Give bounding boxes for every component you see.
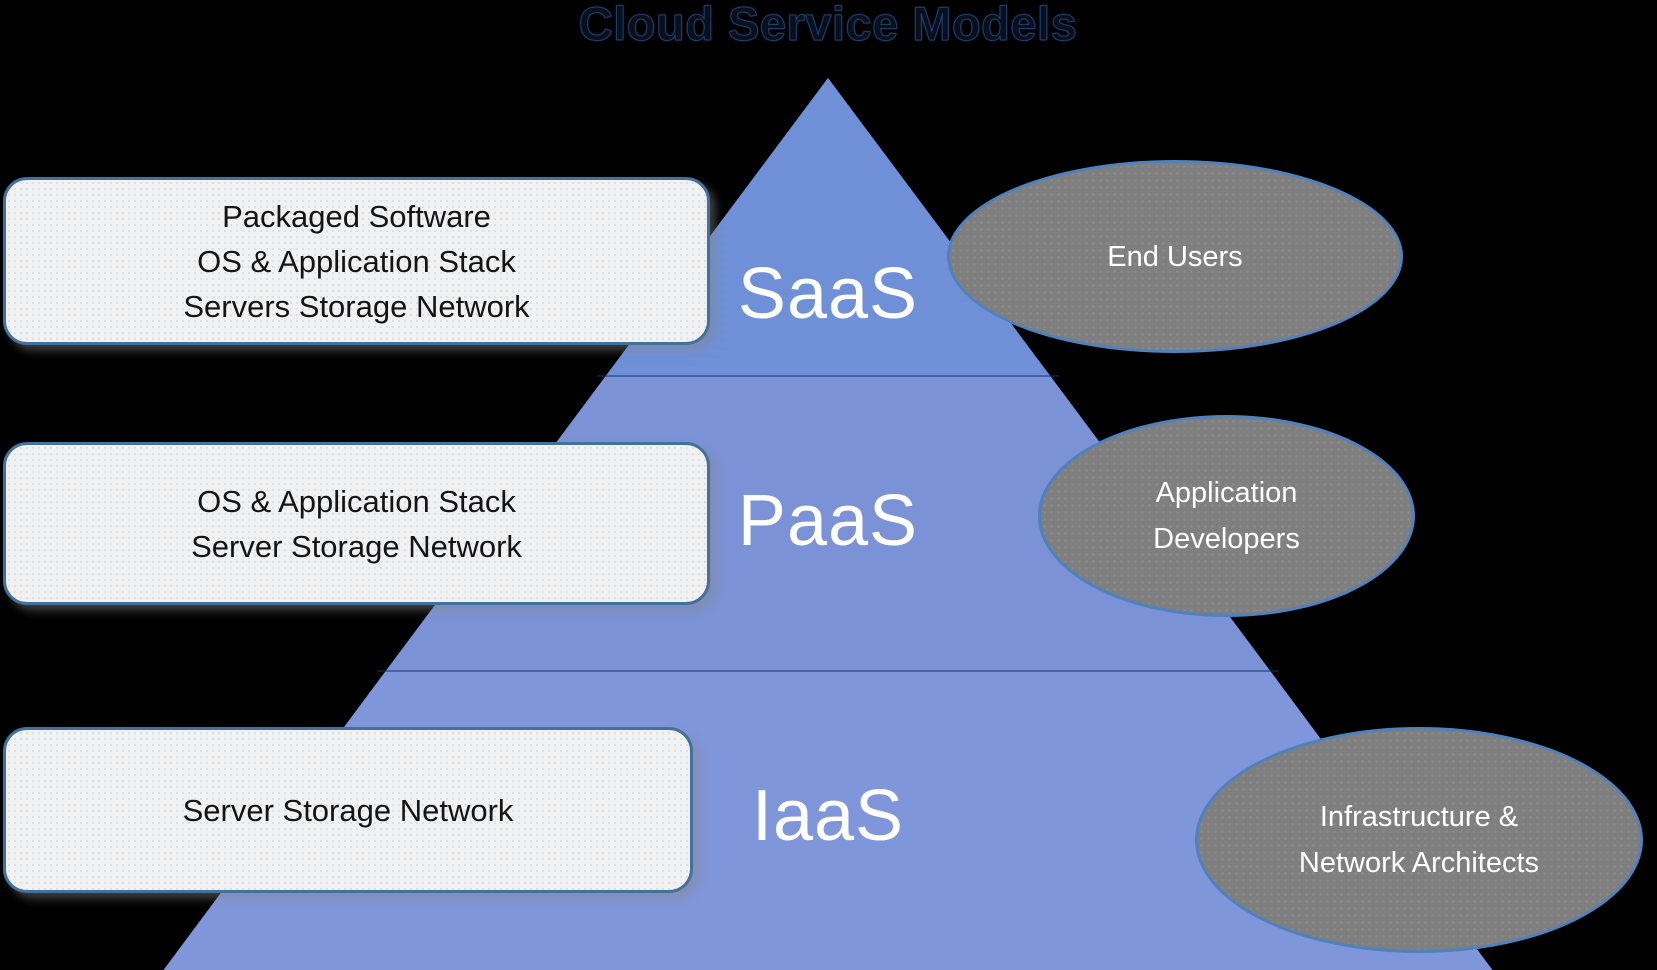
audience-ellipse-application-developers: Application Developers [1038, 415, 1415, 617]
level-label-iaas: IaaS [751, 776, 905, 856]
audience-line: Infrastructure & [1319, 801, 1519, 833]
box-line: Server Storage Network [191, 528, 522, 564]
component-box-saas: Packaged Software OS & Application Stack… [3, 177, 710, 345]
box-line: OS & Application Stack [197, 243, 516, 279]
audience-ellipse-end-users: End Users [947, 160, 1403, 353]
audience-line: Developers [1153, 523, 1300, 555]
component-box-paas: OS & Application Stack Server Storage Ne… [3, 442, 710, 605]
segment-divider-paas-iaas [377, 670, 1279, 672]
audience-ellipse-infrastructure-network-architects: Infrastructure & Network Architects [1195, 727, 1643, 953]
box-line: Servers Storage Network [183, 288, 530, 324]
box-line: OS & Application Stack [197, 483, 516, 519]
box-line: Packaged Software [222, 198, 491, 234]
audience-line: End Users [1107, 240, 1243, 273]
box-line: Server Storage Network [182, 792, 514, 828]
level-label-paas: PaaS [737, 481, 919, 561]
component-box-iaas: Server Storage Network [3, 727, 693, 893]
diagram-title: Cloud Service Models [578, 0, 1078, 50]
level-label-saas: SaaS [737, 254, 919, 334]
audience-line: Network Architects [1298, 847, 1540, 879]
audience-line: Application [1155, 477, 1298, 509]
segment-divider-saas-paas [597, 375, 1059, 377]
